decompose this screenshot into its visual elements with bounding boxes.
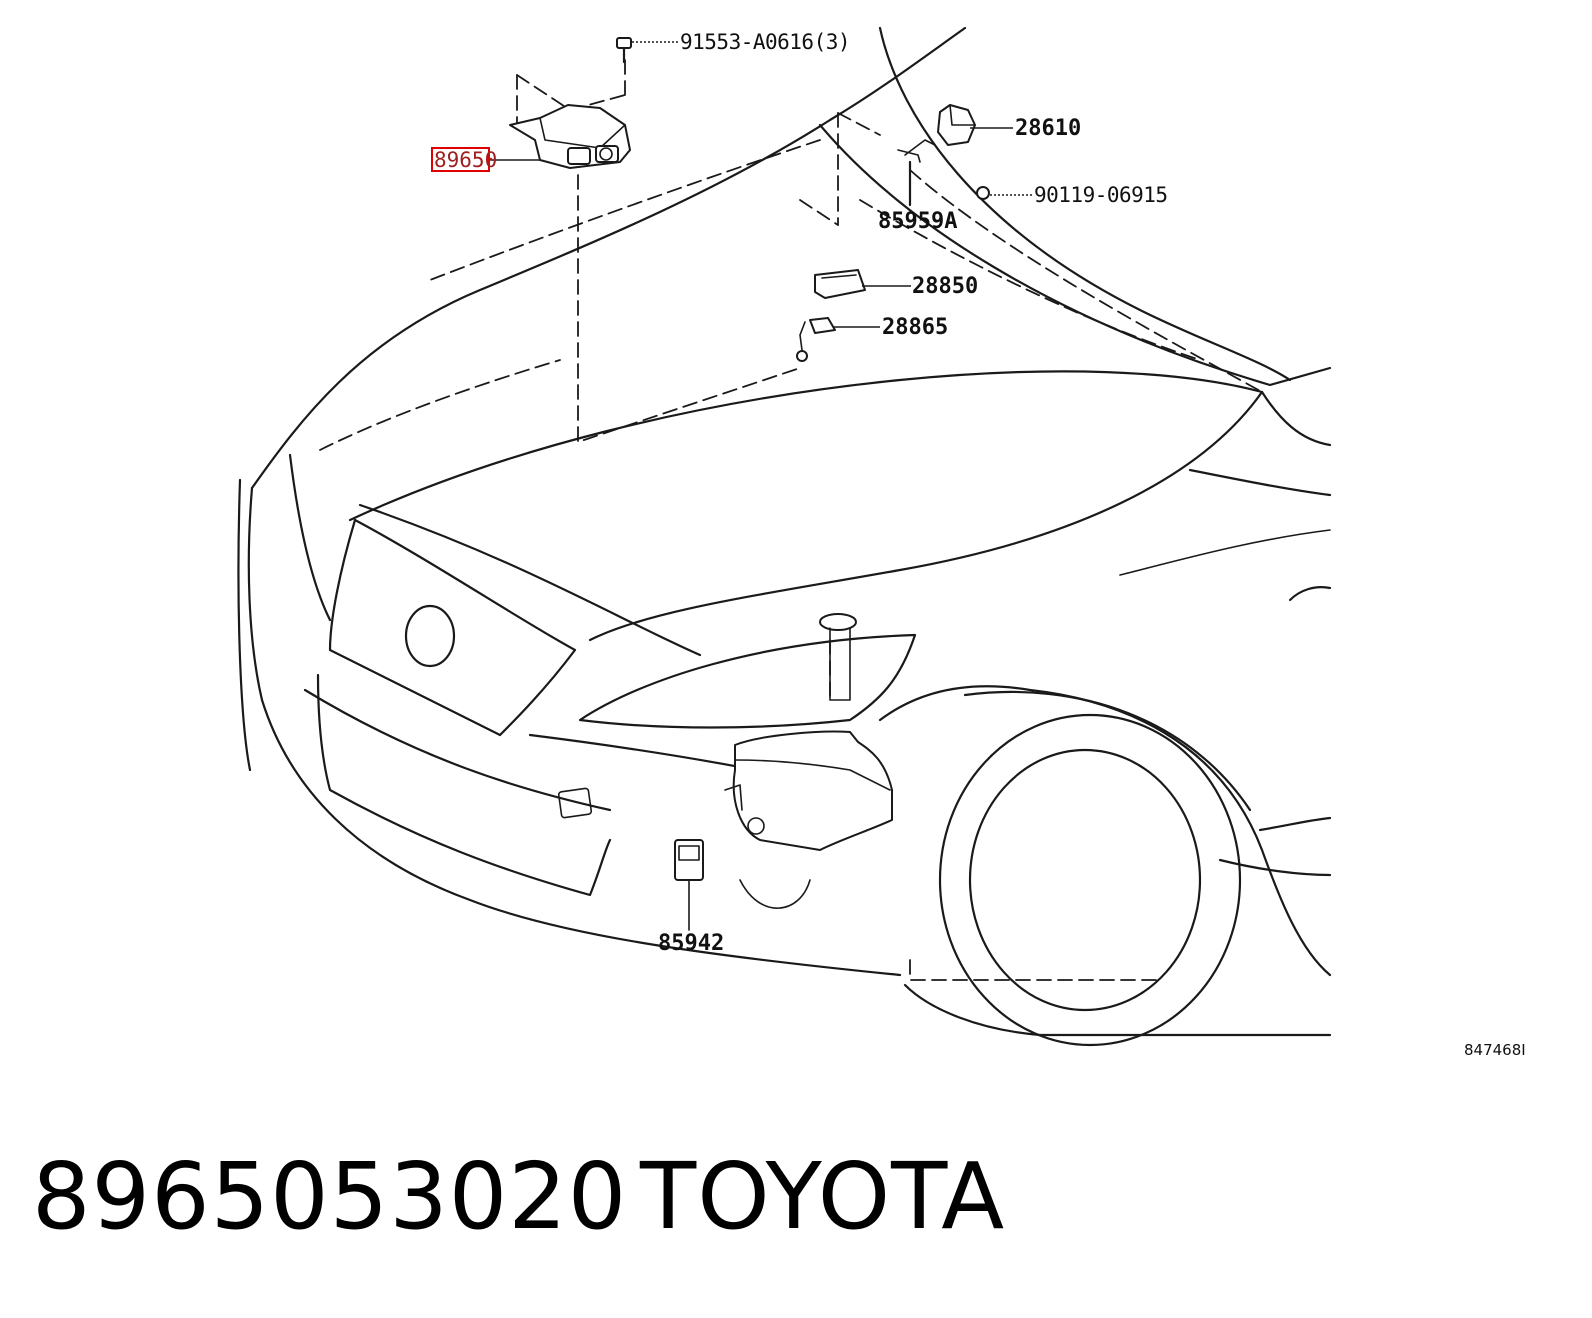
part-number: 8965053020	[32, 1143, 628, 1250]
callout-85959a[interactable]: 85959A	[878, 209, 957, 234]
callout-28610[interactable]: 28610	[1015, 116, 1081, 141]
part-washer-tank	[724, 613, 893, 909]
part-28865	[796, 317, 836, 362]
callout-89650[interactable]: 89650	[434, 148, 497, 172]
callout-28850[interactable]: 28850	[912, 274, 978, 299]
leader-lines	[490, 41, 1032, 328]
exploded-view-drawing: 91553-A0616(3) 89650 28610 90119-06915 8…	[237, 26, 1526, 1059]
part-28610	[904, 104, 976, 156]
callout-28865[interactable]: 28865	[882, 315, 948, 340]
part-bolt-91553	[616, 37, 632, 64]
callout-labels: 91553-A0616(3) 89650 28610 90119-06915 8…	[431, 30, 1168, 956]
car-body-outline	[237, 26, 1332, 1047]
phantom-lines	[319, 59, 1263, 981]
callout-91553[interactable]: 91553-A0616(3)	[680, 30, 851, 54]
brand-name: TOYOTA	[640, 1143, 1006, 1250]
part-28850	[814, 269, 866, 299]
part-89650-module	[509, 104, 631, 169]
part-screw-90119	[976, 186, 990, 200]
callout-90119[interactable]: 90119-06915	[1034, 183, 1168, 207]
illustration-reference-code: 847468I	[1464, 1041, 1526, 1059]
part-85959a	[897, 149, 921, 207]
footer-caption: 8965053020 TOYOTA	[0, 1125, 1592, 1275]
part-85942-relay	[674, 839, 704, 931]
highlight-box	[431, 147, 490, 172]
callout-85942[interactable]: 85942	[658, 931, 724, 956]
